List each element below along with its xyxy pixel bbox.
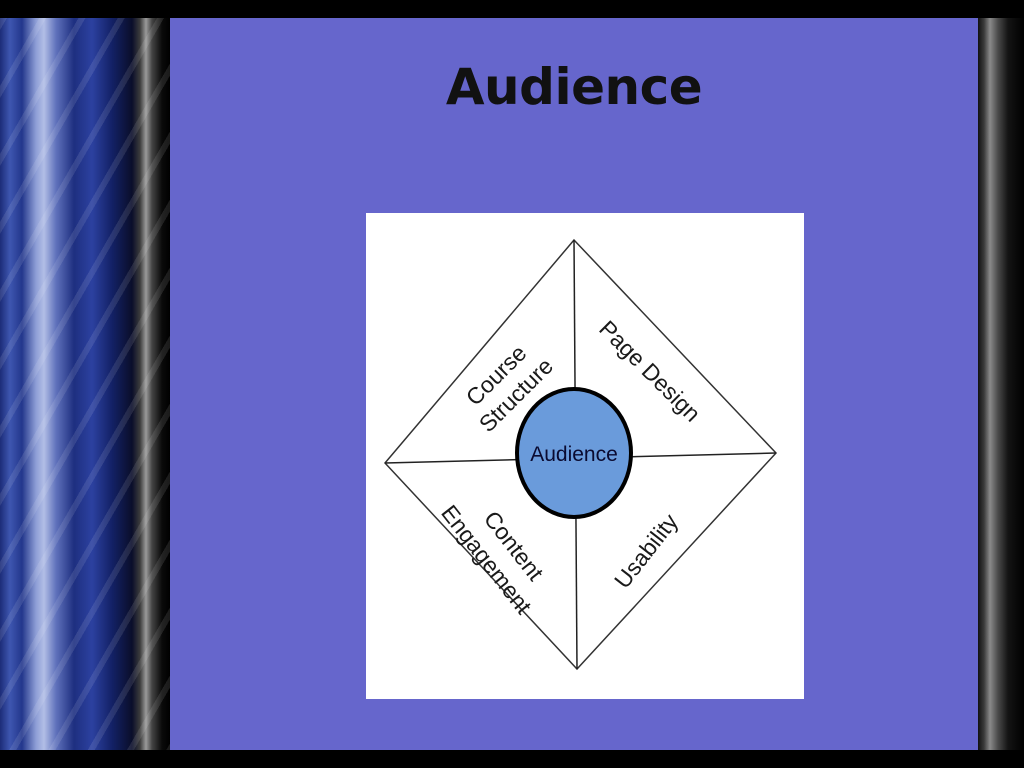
slide-title: Audience <box>445 58 703 116</box>
quadrant-bottom-right-line-1: Usability <box>609 508 683 593</box>
diagram-svg: Audience Course Structure Page Design Co… <box>383 238 778 671</box>
quadrant-bottom-right: Usability <box>609 508 683 593</box>
center-circle <box>515 387 633 519</box>
slide-content: Audience Audience Course Structure <box>170 18 978 750</box>
audience-diagram: Audience Course Structure Page Design Co… <box>366 213 804 699</box>
center-label: Audience <box>530 443 618 466</box>
right-decorative-border <box>978 18 1024 750</box>
left-decorative-border <box>0 18 170 750</box>
